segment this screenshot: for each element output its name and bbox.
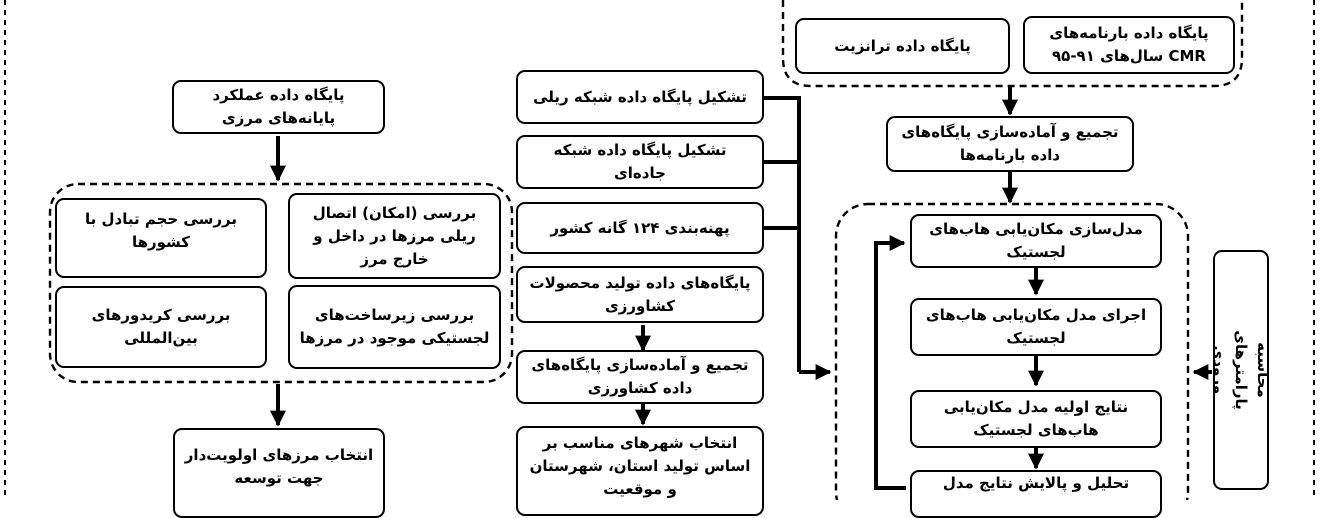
- node-logistics-infrastructure-check: بررسی زیرساخت‌های لجستیکی موجود در مرزها: [288, 285, 501, 369]
- node-city-selection: انتخاب شهرهای مناسب بر اساس تولید استان،…: [516, 426, 764, 516]
- node-rail-network-db: تشکیل پایگاه داده شبکه ریلی: [516, 70, 764, 124]
- node-label: پایگاه‌های داده تولید محصولات کشاورزی: [529, 273, 751, 315]
- node-label: بررسی کریدورهای بین‌المللی: [91, 306, 231, 347]
- node-label: مدل‌سازی مکان‌یابی هاب‌های لجستیک: [929, 220, 1143, 261]
- node-priority-borders-selection: انتخاب مرزهای اولویت‌دار جهت توسعه: [173, 428, 385, 518]
- node-rail-connectivity-check: بررسی (امکان) اتصال ریلی مرزها در داخل و…: [288, 193, 501, 279]
- node-border-performance-db: پایگاه داده عملکرد پایانه‌های مرزی: [172, 80, 385, 134]
- node-label: پایگاه داده عملکرد پایانه‌های مرزی: [212, 86, 345, 127]
- node-label: نتایج اولیه مدل مکان‌یابی هاب‌های لجستیک: [943, 398, 1129, 439]
- node-label: پهنه‌بندی ۱۲۴ گانه کشور: [550, 218, 730, 237]
- node-agri-db-preparation: تجمیع و آماده‌سازی پایگاه‌های داده کشاور…: [516, 350, 764, 404]
- node-label: پایگاه داده بارنامه‌های CMR سال‌های ۹۱-۹…: [1049, 24, 1209, 65]
- diagram-canvas: [4, 0, 1315, 500]
- node-label: مطالعه و محاسبه پارامترهای ورودی مدل: [1213, 330, 1269, 410]
- node-label: بررسی زیرساخت‌های لجستیکی موجود در مرزها: [299, 306, 490, 347]
- group-hub-modeling: [834, 202, 1190, 500]
- arrow-rail-merge: [764, 96, 801, 372]
- node-label: تشکیل پایگاه داده شبکه جاده‌ای: [553, 141, 727, 182]
- group-border-analyses: [48, 182, 514, 384]
- node-parameters-study: مطالعه و محاسبه پارامترهای ورودی مدل: [1213, 250, 1269, 490]
- node-zoning-124: پهنه‌بندی ۱۲۴ گانه کشور: [516, 202, 764, 254]
- node-hub-location-modeling: مدل‌سازی مکان‌یابی هاب‌های لجستیک: [910, 214, 1162, 268]
- node-international-corridors-check: بررسی کریدورهای بین‌المللی: [55, 286, 267, 368]
- node-initial-results: نتایج اولیه مدل مکان‌یابی هاب‌های لجستیک: [910, 390, 1162, 448]
- node-agri-production-db: پایگاه‌های داده تولید محصولات کشاورزی: [516, 266, 764, 323]
- node-label: تجمیع و آماده‌سازی پایگاه‌های داده بارنا…: [901, 123, 1119, 164]
- group-waybill-sources: [781, 0, 1244, 88]
- arrow-feedback-loop: [874, 235, 906, 490]
- node-hub-model-execution: اجرای مدل مکان‌یابی هاب‌های لجستیک: [910, 298, 1162, 356]
- node-trade-volume-check: بررسی حجم تبادل با کشورها: [55, 198, 267, 278]
- node-results-analysis: تحلیل و پالایش نتایج مدل: [910, 470, 1162, 518]
- node-label: انتخاب شهرهای مناسب بر اساس تولید استان،…: [529, 434, 751, 498]
- node-waybill-db-preparation: تجمیع و آماده‌سازی پایگاه‌های داده بارنا…: [886, 116, 1134, 172]
- node-label: تشکیل پایگاه داده شبکه ریلی: [533, 87, 747, 106]
- node-label: تجمیع و آماده‌سازی پایگاه‌های داده کشاور…: [531, 356, 749, 397]
- node-label: بررسی حجم تبادل با کشورها: [85, 210, 237, 251]
- node-label: اجرای مدل مکان‌یابی هاب‌های لجستیک: [925, 306, 1147, 347]
- node-label: انتخاب مرزهای اولویت‌دار جهت توسعه: [184, 446, 374, 487]
- node-road-network-db: تشکیل پایگاه داده شبکه جاده‌ای: [516, 135, 764, 189]
- node-label: تحلیل و پالایش نتایج مدل: [942, 474, 1130, 492]
- node-transit-db: پایگاه داده ترانزیت: [795, 18, 1010, 74]
- node-label: بررسی (امکان) اتصال ریلی مرزها در داخل و…: [312, 203, 477, 268]
- node-cmr-db: پایگاه داده بارنامه‌های CMR سال‌های ۹۱-۹…: [1023, 16, 1235, 74]
- node-label: پایگاه داده ترانزیت: [834, 36, 971, 55]
